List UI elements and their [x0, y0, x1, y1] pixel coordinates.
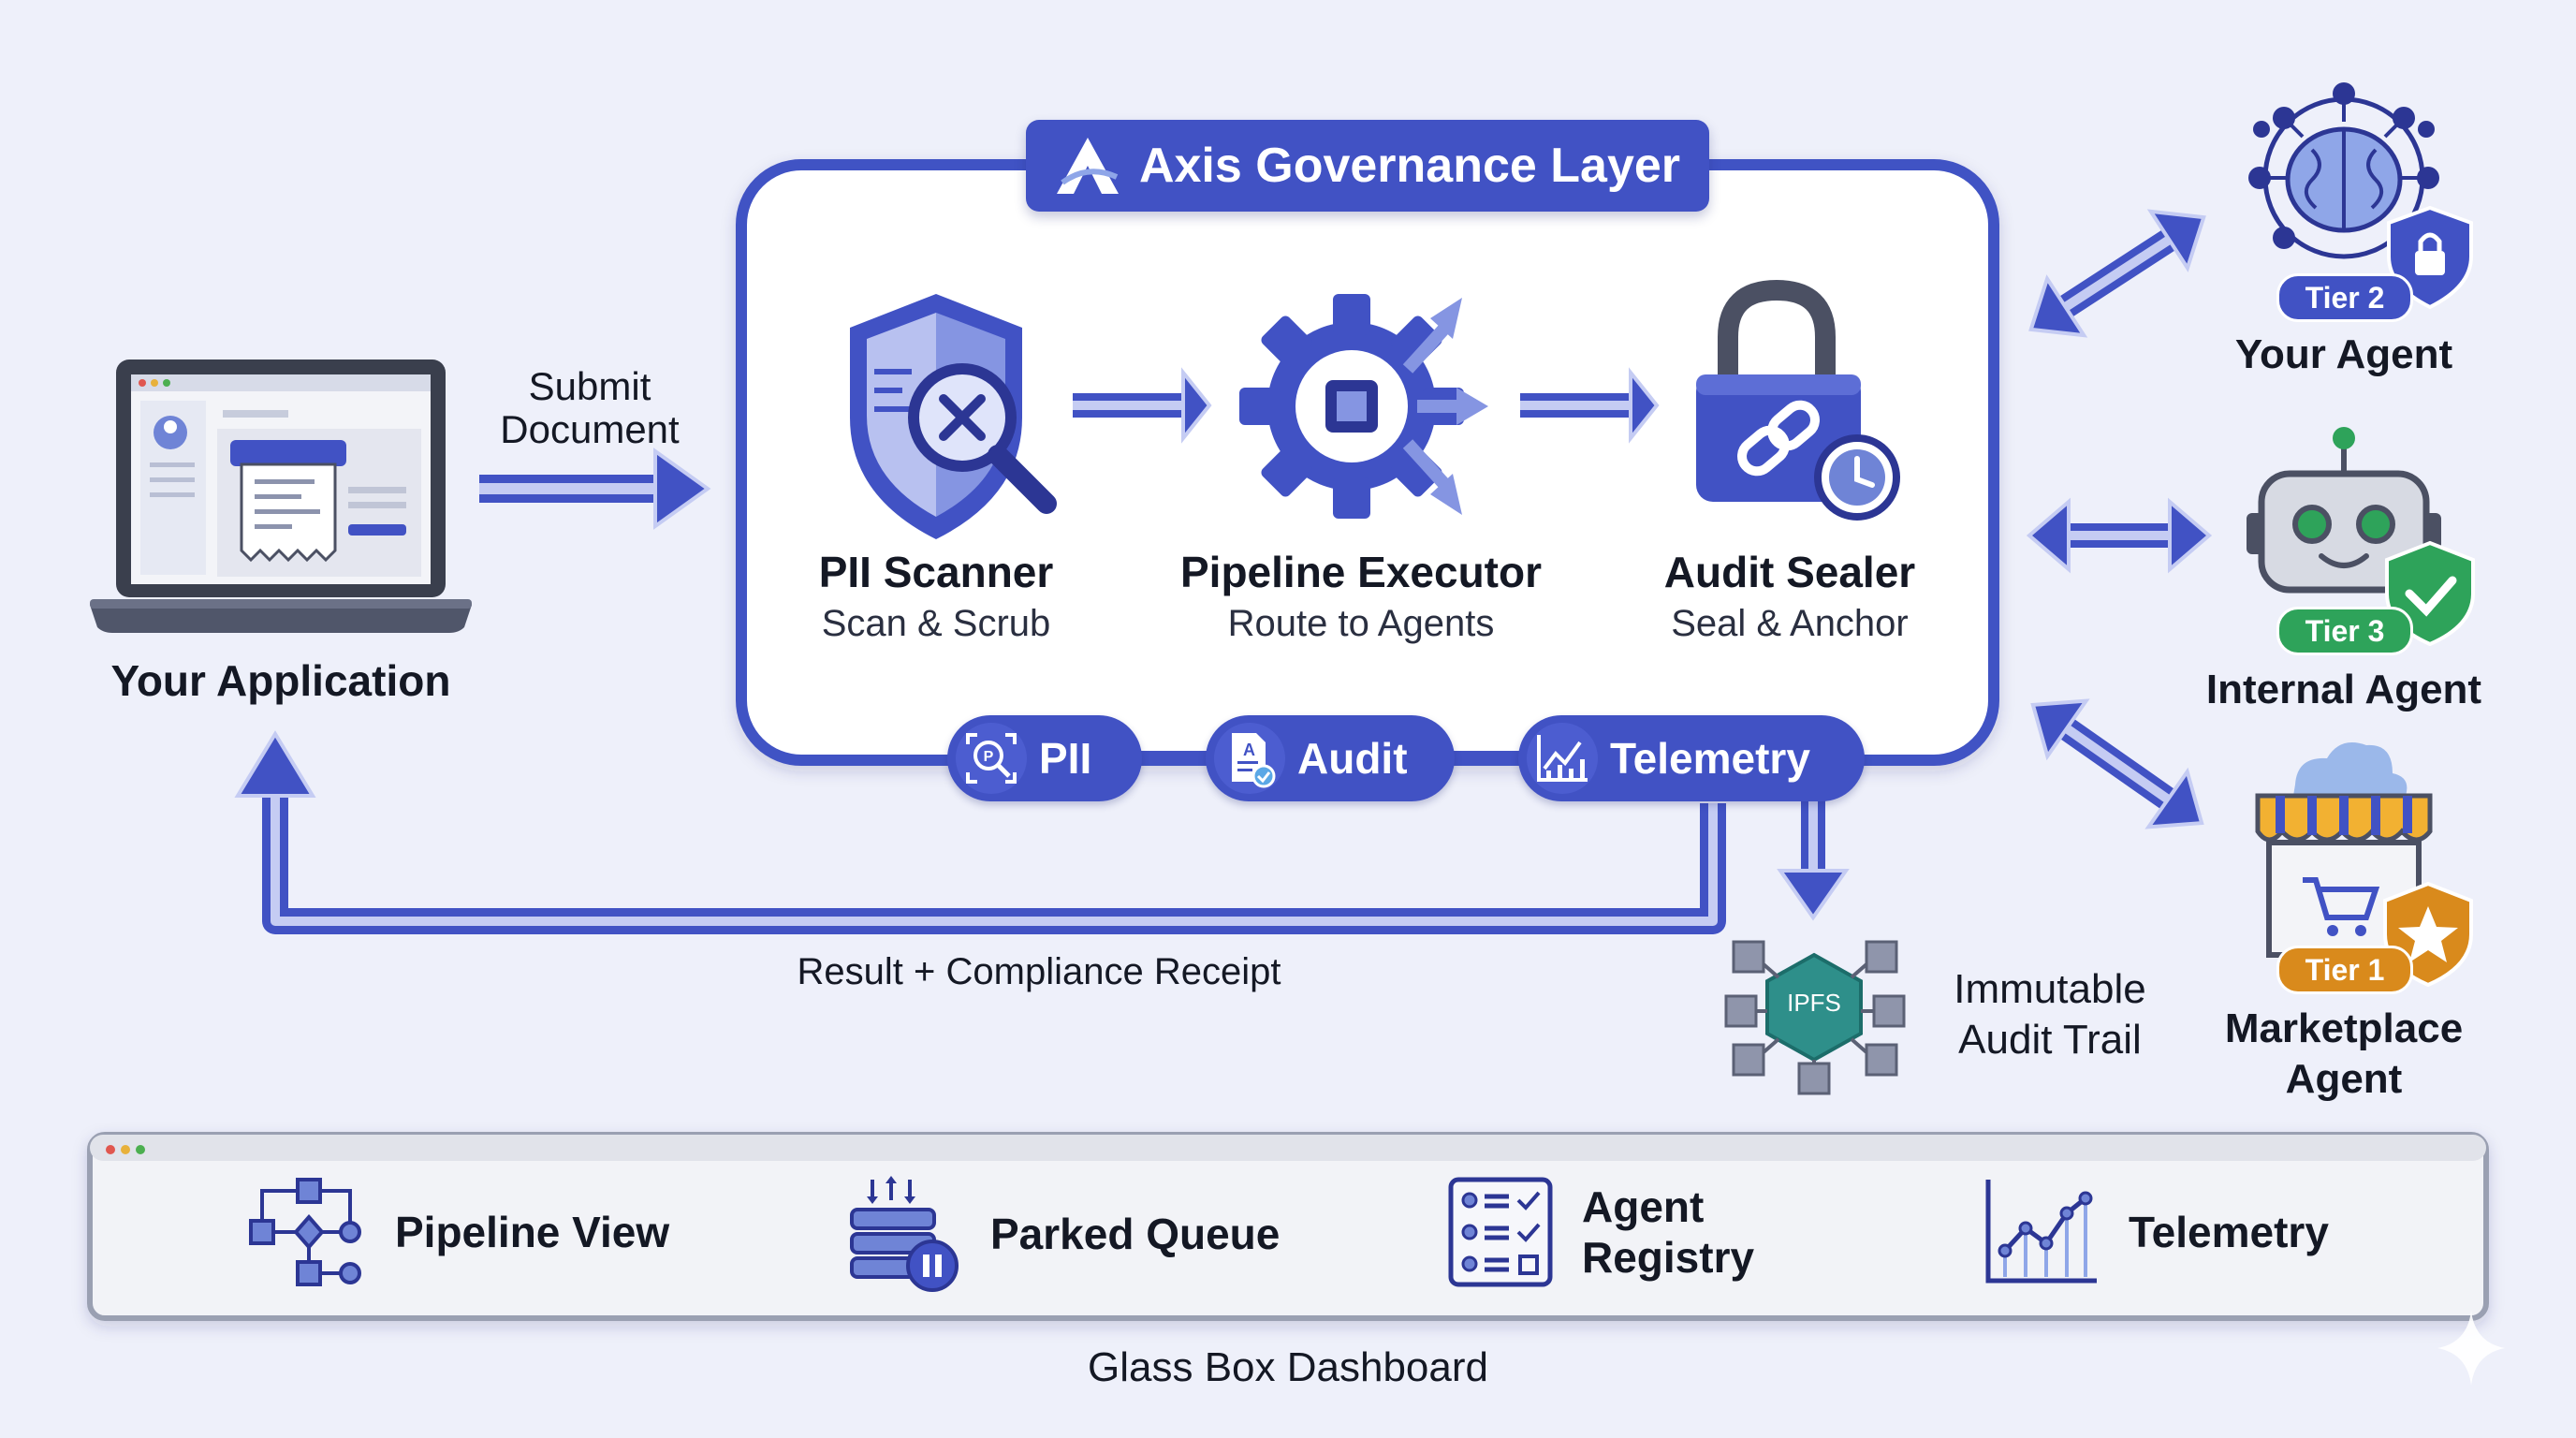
pill-label: Telemetry [1610, 734, 1810, 783]
sparkle-icon [2437, 1311, 2505, 1386]
laptop-icon [90, 360, 472, 633]
governance-title: Axis Governance Layer [1138, 139, 1681, 193]
stage-pipeline-executor: Pipeline Executor Route to Agents [1155, 547, 1567, 645]
dashboard-item-label: Agent Registry [1582, 1182, 1755, 1282]
line-chart-icon [1985, 1180, 2097, 1284]
gear-chip-icon [1239, 294, 1488, 519]
agent-name: Internal Agent [2205, 667, 2482, 712]
dashboard-item-label: Parked Queue [990, 1210, 1281, 1258]
result-arrowhead [234, 730, 316, 798]
telemetry-chart-icon [1527, 723, 1598, 794]
dashboard-item-parked-queue[interactable]: Parked Queue [846, 1176, 1280, 1292]
stage-name: PII Scanner [818, 548, 1054, 596]
audit-down-arrow [1777, 796, 1850, 921]
agent-arrow-middle [2026, 497, 2213, 574]
stage-sub: Scan & Scrub [821, 603, 1051, 644]
checklist-icon [1448, 1177, 1553, 1287]
governance-title-tab: Axis Governance Layer [1026, 120, 1709, 212]
result-receipt-label: Result + Compliance Receipt [797, 951, 1281, 992]
padlock-clock-icon [1696, 279, 1900, 521]
pii-scan-icon: P [956, 723, 1027, 794]
stage-audit-sealer: Audit Sealer Seal & Anchor [1640, 547, 1939, 645]
pill-audit: A Audit [1206, 715, 1455, 801]
dashboard-item-agent-registry[interactable]: Agent Registry [1447, 1176, 1754, 1288]
submit-arrow [479, 448, 711, 530]
ipfs-badge: IPFS [1787, 989, 1841, 1017]
dashboard-item-label: Pipeline View [395, 1208, 670, 1256]
pill-telemetry: Telemetry [1518, 715, 1865, 801]
stage-sub: Route to Agents [1227, 603, 1495, 644]
agent-tier-badge: Tier 2 [2276, 273, 2413, 322]
shield-search-icon [850, 294, 1057, 539]
pill-pii: P PII [947, 715, 1142, 801]
storefront-icon [2255, 742, 2433, 958]
agent-arrow-bottom [2030, 698, 2204, 829]
flowchart-icon [249, 1178, 361, 1286]
submit-document-label: Submit Document [500, 364, 680, 451]
dashboard-title: Glass Box Dashboard [1088, 1344, 1488, 1390]
ipfs-network-icon [1724, 940, 1906, 1095]
stage-sub: Seal & Anchor [1671, 603, 1909, 644]
pill-label: Audit [1297, 734, 1408, 783]
audit-trail-label: Immutable Audit Trail [1954, 966, 2146, 1063]
svg-text:P: P [984, 749, 994, 765]
agent-tier-badge: Tier 3 [2276, 607, 2413, 655]
stage-pii-scanner: PII Scanner Scan & Scrub [786, 547, 1086, 645]
brain-network-icon [2248, 82, 2439, 259]
axis-logo-icon [1056, 138, 1119, 194]
agent-tier-badge: Tier 1 [2276, 946, 2413, 994]
pill-label: PII [1039, 734, 1092, 783]
application-label: Your Application [110, 656, 451, 705]
agent-name: Marketplace Agent [2224, 1005, 2464, 1102]
agent-name: Your Agent [2234, 331, 2453, 377]
queue-pause-icon [850, 1176, 959, 1292]
audit-doc-icon: A [1214, 723, 1285, 794]
stage-name: Pipeline Executor [1179, 548, 1542, 596]
stage-arrow-1 [1073, 367, 1212, 444]
dashboard-item-label: Telemetry [2129, 1208, 2329, 1256]
agent-arrow-top [2028, 209, 2206, 338]
dashboard-item-pipeline-view[interactable]: Pipeline View [245, 1176, 669, 1288]
stage-name: Audit Sealer [1663, 548, 1916, 596]
stage-arrow-2 [1520, 367, 1660, 444]
dashboard-item-telemetry[interactable]: Telemetry [1983, 1176, 2329, 1288]
svg-text:A: A [1243, 741, 1255, 759]
